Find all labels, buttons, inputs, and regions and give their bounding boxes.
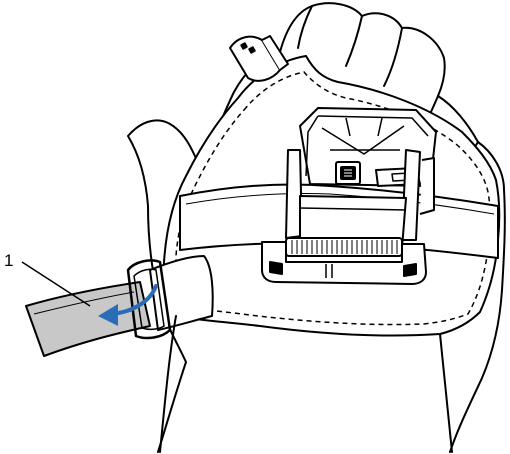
- callout-1: 1: [4, 251, 90, 306]
- callout-label-1: 1: [4, 251, 13, 270]
- mount-dial: [286, 238, 402, 256]
